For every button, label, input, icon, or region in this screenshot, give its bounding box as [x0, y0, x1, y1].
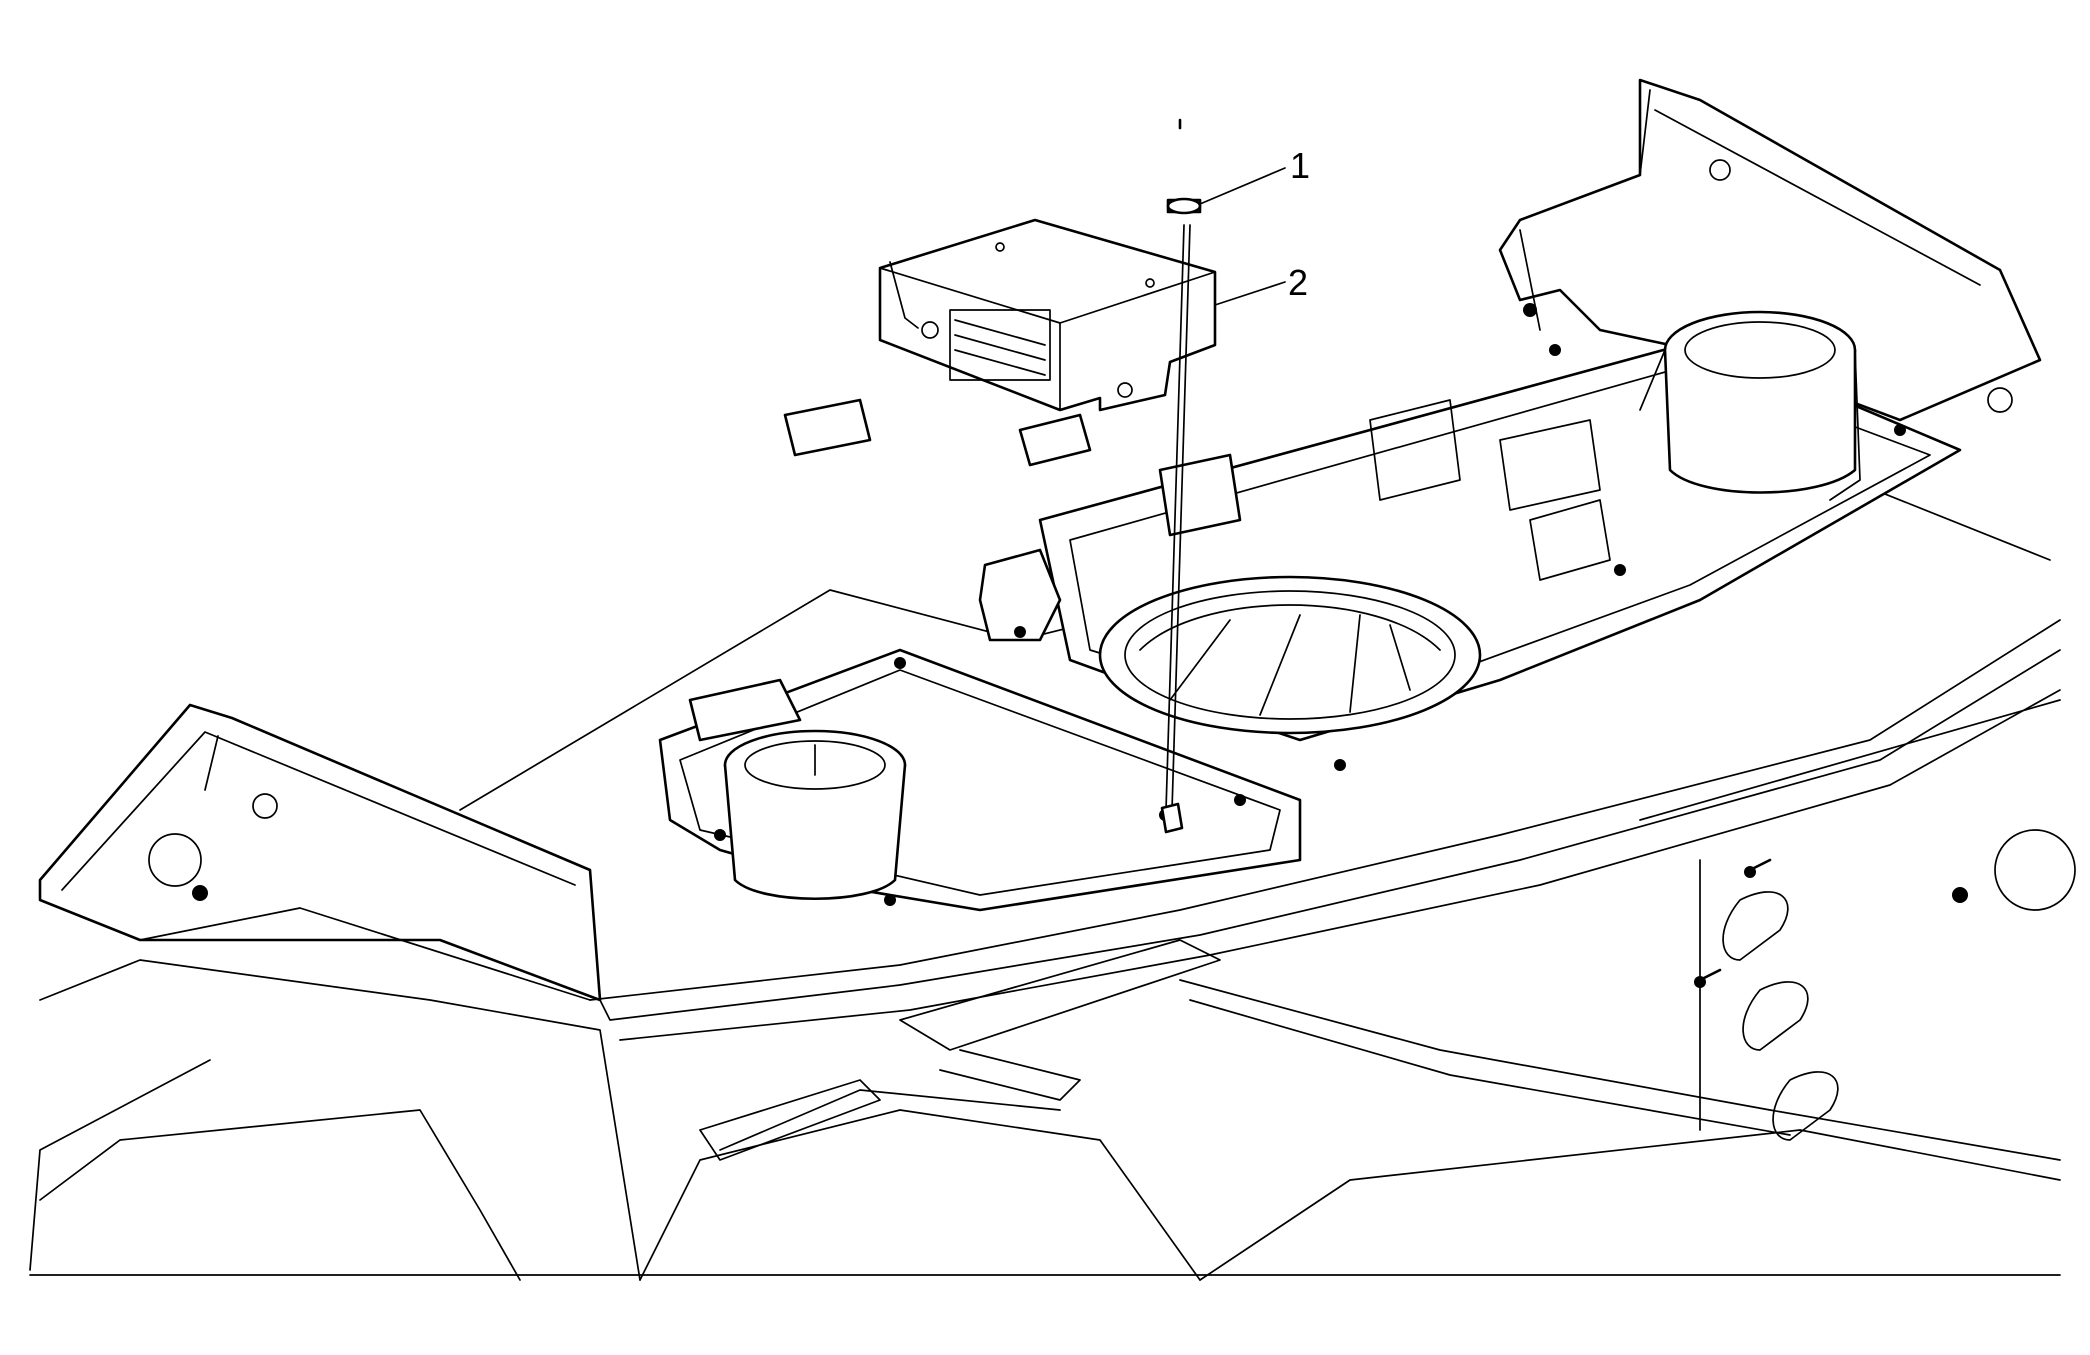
- callout-1-label: 1: [1290, 145, 1310, 186]
- callout-1: 1: [1199, 145, 1310, 205]
- vehicle-body-structure: [29, 78, 2076, 1281]
- rear-shelf-tray: [658, 310, 1962, 912]
- callout-2-leader: [1214, 281, 1286, 306]
- callout-2: 2: [1214, 262, 1308, 306]
- sensing-module: [878, 218, 1217, 412]
- nut-and-stud: [1160, 118, 1202, 834]
- callout-1-leader: [1199, 167, 1286, 205]
- callout-2-label: 2: [1288, 262, 1308, 303]
